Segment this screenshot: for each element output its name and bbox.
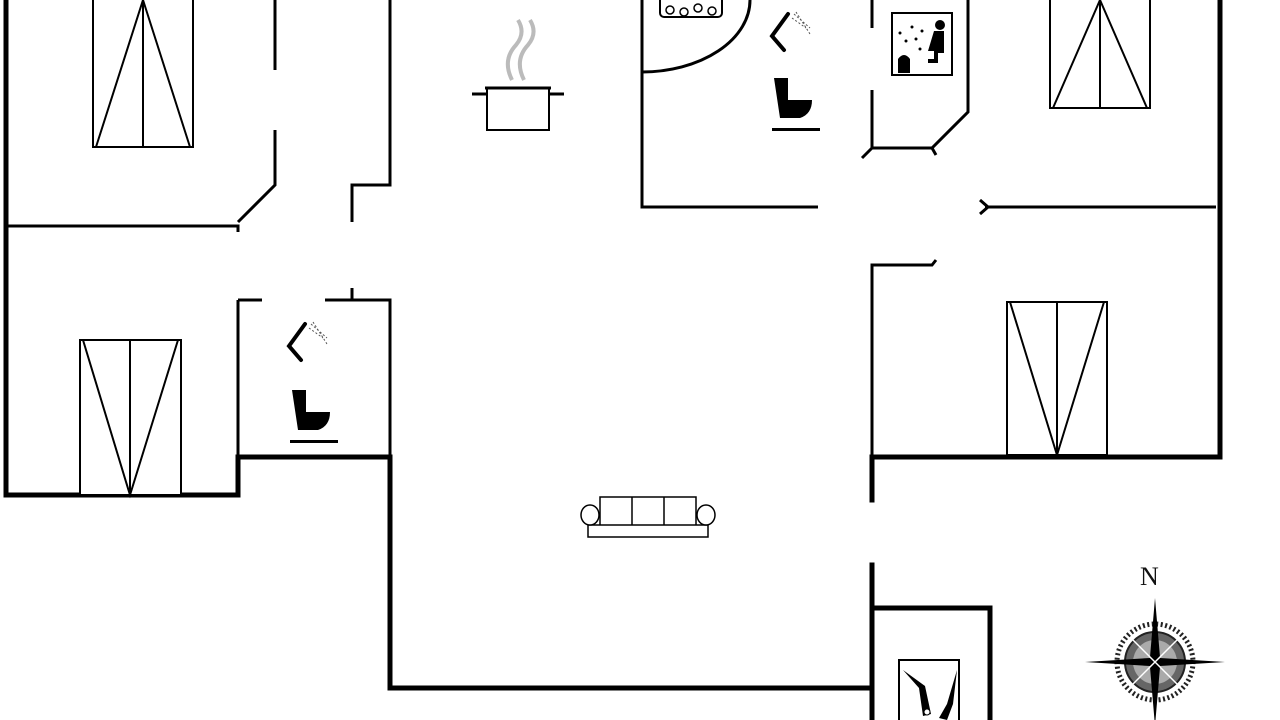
bed-top-left — [92, 0, 194, 148]
toilet-icon — [290, 390, 338, 443]
toilet-icon — [772, 78, 820, 131]
shower-icon — [286, 321, 328, 362]
bed-bottom-right — [1006, 301, 1108, 459]
utility-icon — [898, 659, 960, 720]
cooking-pot-icon — [472, 18, 564, 131]
exterior-walls — [3, 0, 1223, 720]
bed-top-right — [1049, 0, 1151, 109]
jacuzzi-icon — [659, 0, 723, 18]
shower-icon — [769, 11, 811, 52]
sofa-icon — [580, 496, 716, 538]
interior-walls — [6, 0, 1216, 457]
bed-bottom-left — [79, 339, 182, 499]
compass-north-label: N — [1140, 562, 1159, 591]
sauna-icon — [891, 12, 953, 76]
compass-rose-icon — [1085, 598, 1225, 720]
